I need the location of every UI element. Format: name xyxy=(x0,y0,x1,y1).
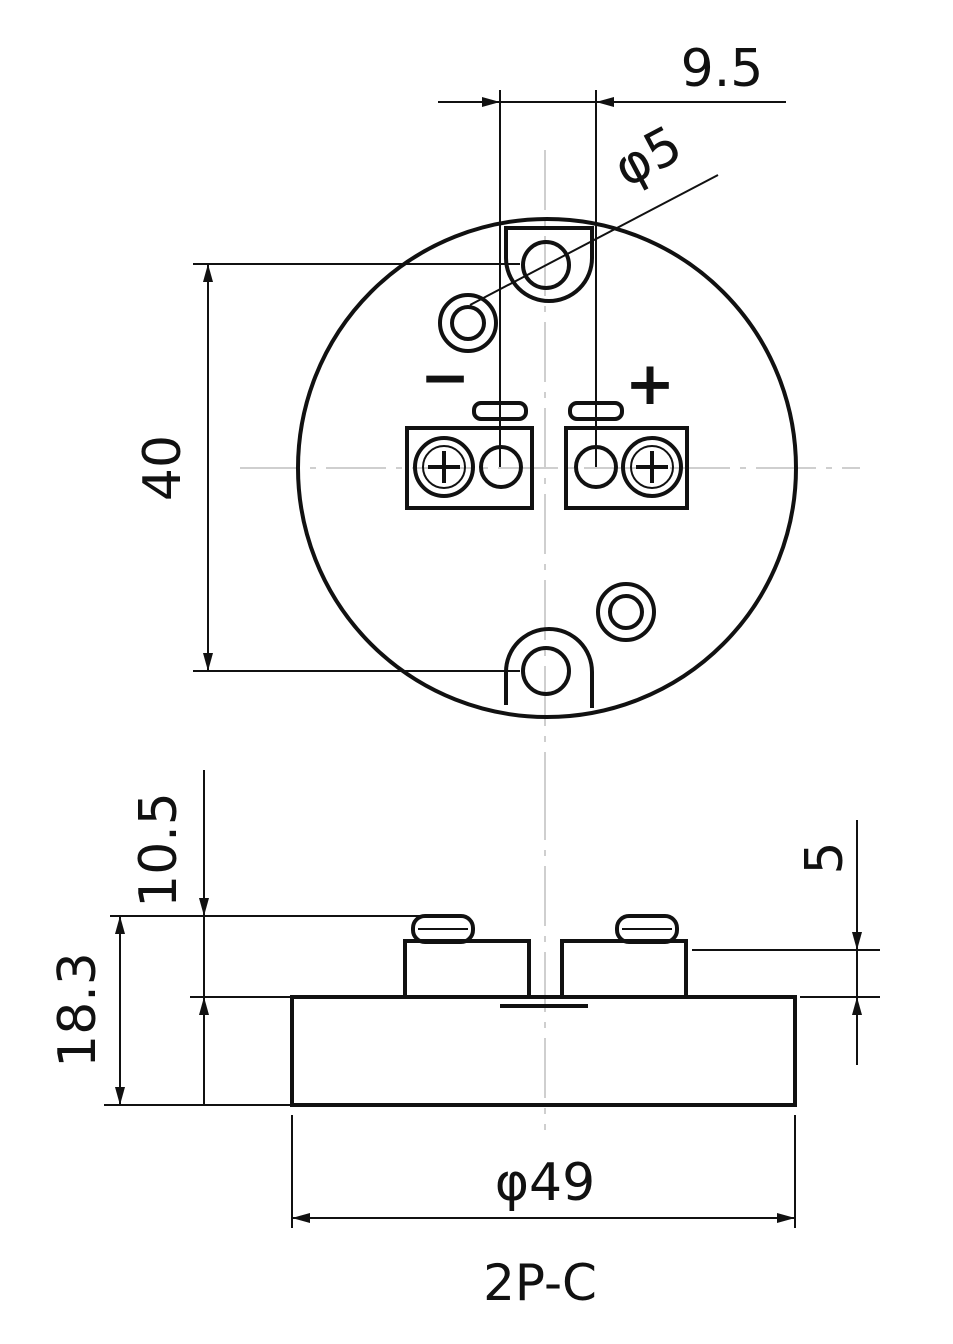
negative-terminal-block xyxy=(405,401,534,510)
upper-left-hole-inner xyxy=(450,305,486,341)
positive-symbol: + xyxy=(625,349,675,419)
side-right-terminal xyxy=(560,914,688,999)
mount-spacing-dimension: 40 xyxy=(133,263,520,672)
hole-diameter-label: φ5 xyxy=(604,115,692,200)
base-disc-outline xyxy=(296,217,798,719)
side-left-terminal xyxy=(403,914,531,999)
hole-diameter-dimension: φ5 xyxy=(469,115,719,306)
mount-spacing-label: 40 xyxy=(133,435,193,501)
hole-spacing-label: 9.5 xyxy=(681,39,764,99)
bottom-mounting-ear xyxy=(504,627,594,708)
upper-left-hole-outer xyxy=(438,293,498,353)
block-height-label: 5 xyxy=(795,841,855,874)
block-height-dimension: 5 xyxy=(692,820,880,1065)
model-label: 2P-C xyxy=(483,1254,597,1312)
outer-diameter-dimension: φ49 xyxy=(291,1115,796,1228)
lower-right-hole-outer xyxy=(596,582,656,642)
negative-symbol: − xyxy=(420,343,470,413)
screw-icon xyxy=(413,436,475,498)
bottom-mounting-hole xyxy=(521,646,571,696)
top-mounting-ear xyxy=(504,226,594,303)
screw-icon xyxy=(621,436,683,498)
hole-spacing-dimension: 9.5 xyxy=(438,39,786,467)
total-height-label: 18.3 xyxy=(48,952,108,1068)
side-view: 10.5 18.3 5 φ49 2P-C xyxy=(48,770,880,1312)
outer-diameter-label: φ49 xyxy=(495,1153,595,1213)
top-view: − + 9.5 φ5 40 xyxy=(133,39,860,780)
screw-height-dimension: 10.5 xyxy=(110,770,420,1105)
top-mounting-hole xyxy=(521,240,571,290)
base-body xyxy=(290,995,797,1107)
total-height-dimension: 18.3 xyxy=(48,916,292,1106)
lower-right-hole-inner xyxy=(608,594,644,630)
screw-height-label: 10.5 xyxy=(129,792,189,908)
